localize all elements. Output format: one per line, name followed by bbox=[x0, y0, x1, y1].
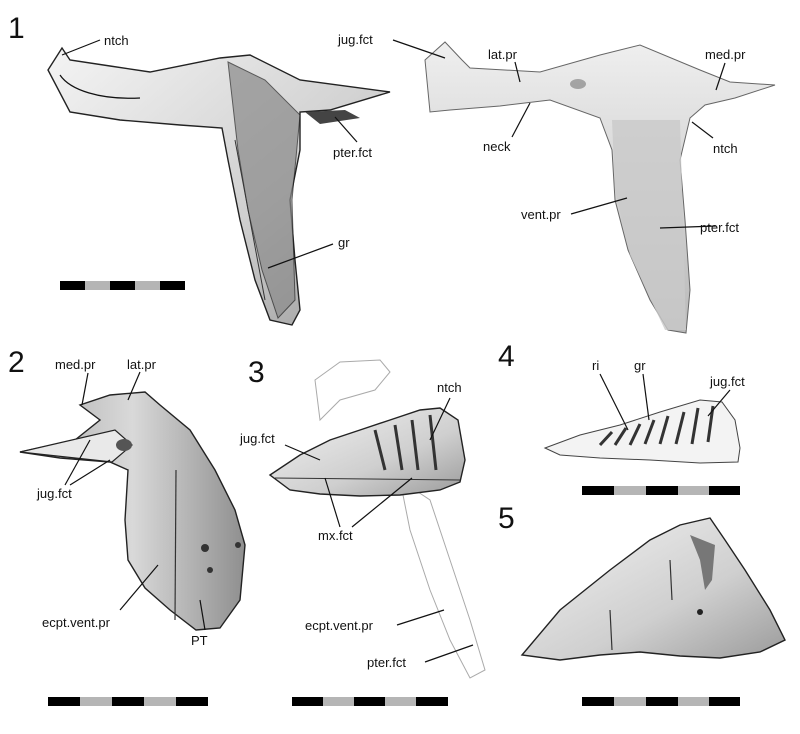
label-p1b-ntch: ntch bbox=[713, 141, 738, 156]
label-p2-med-pr: med.pr bbox=[55, 357, 96, 372]
panel-1-drawing-left bbox=[47, 46, 391, 326]
label-p1a-pter-fct: pter.fct bbox=[333, 145, 372, 160]
label-p3-pter-fct: pter.fct bbox=[367, 655, 406, 670]
panel-2-drawing bbox=[19, 391, 246, 631]
scale-bar-4 bbox=[582, 486, 740, 495]
label-p3-mx-fct: mx.fct bbox=[318, 528, 353, 543]
label-p1b-neck: neck bbox=[483, 139, 511, 154]
label-p4-jug-fct: jug.fct bbox=[709, 374, 745, 389]
label-p2-PT: PT bbox=[191, 633, 208, 648]
panel-3-drawing bbox=[268, 359, 486, 679]
panel-number-3: 3 bbox=[248, 356, 265, 389]
scale-bar-3 bbox=[292, 697, 448, 706]
scale-bar-2 bbox=[48, 697, 208, 706]
panel-number-4: 4 bbox=[498, 340, 515, 373]
panel-4-drawing bbox=[543, 399, 741, 464]
panel-5-drawing bbox=[520, 517, 786, 661]
label-p2-jug-fct: jug.fct bbox=[36, 486, 72, 501]
scale-bar-5 bbox=[582, 697, 740, 706]
panel-1-photo-right bbox=[424, 41, 776, 334]
label-p1b-vent-pr: vent.pr bbox=[521, 207, 561, 222]
label-p1b-jug-fct: jug.fct bbox=[337, 32, 373, 47]
label-p4-gr: gr bbox=[634, 358, 646, 373]
label-p2-lat-pr: lat.pr bbox=[127, 357, 157, 372]
label-p3-ntch: ntch bbox=[437, 380, 462, 395]
label-p3-jug-fct: jug.fct bbox=[239, 431, 275, 446]
panel-number-1: 1 bbox=[8, 12, 25, 45]
label-p1b-pter-fct: pter.fct bbox=[700, 220, 739, 235]
label-p1a-ntch: ntch bbox=[104, 33, 129, 48]
label-p2-ecpt-vent-pr: ecpt.vent.pr bbox=[42, 615, 111, 630]
label-p1a-gr: gr bbox=[338, 235, 350, 250]
scale-bar-1 bbox=[60, 281, 185, 290]
label-p4-ri: ri bbox=[592, 358, 599, 373]
label-p3-ecpt-vent-pr: ecpt.vent.pr bbox=[305, 618, 374, 633]
label-p1b-med-pr: med.pr bbox=[705, 47, 746, 62]
panel-number-2: 2 bbox=[8, 346, 25, 379]
label-p1b-lat-pr: lat.pr bbox=[488, 47, 518, 62]
panel-number-5: 5 bbox=[498, 502, 515, 535]
leader-lines bbox=[61, 39, 731, 663]
